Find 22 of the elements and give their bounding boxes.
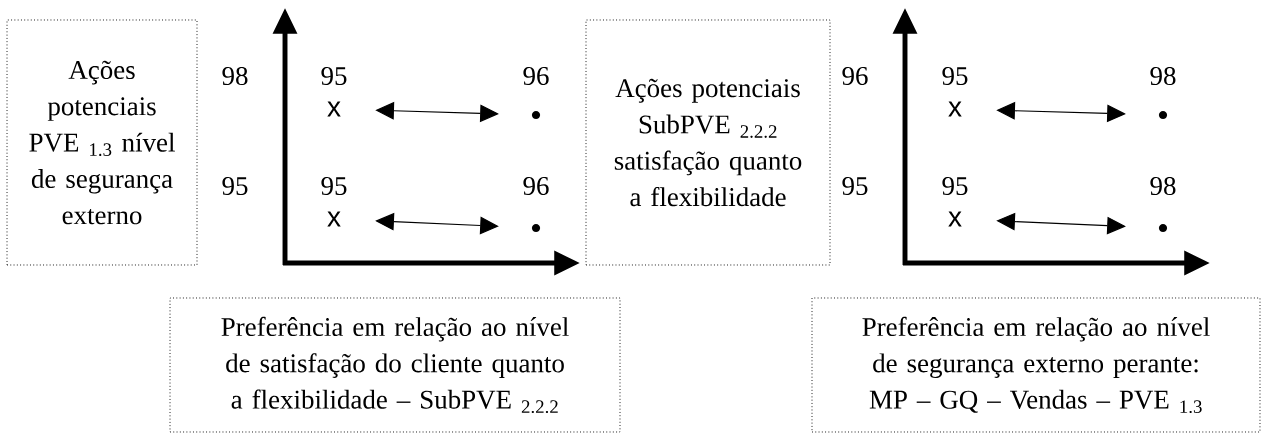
score-label: 96 (523, 176, 549, 196)
score-label: 98 (1150, 176, 1176, 196)
cross-mark: x (327, 101, 341, 117)
axis-value: 95 (222, 176, 248, 196)
dot-mark (531, 110, 541, 120)
text-box: Ações potenciais PVE $_{1.3}$ nível de segurança externo (6, 19, 198, 266)
score-label: 95 (942, 66, 968, 86)
text-box: Ações potenciais SubPVE $_{2.2.2}$ satisfação quanto a flexibilidade (585, 19, 831, 266)
score-label: 95 (942, 176, 968, 196)
text-box: Preferência em relação ao nível de segurança externo perante: MP – GQ – Vendas – PVE $_{1.3}$ (811, 297, 1261, 433)
score-label: 96 (523, 66, 549, 86)
cross-mark: x (327, 211, 341, 227)
dot-mark (1158, 223, 1168, 233)
cross-mark: x (948, 101, 962, 117)
cross-mark: x (948, 211, 962, 227)
text-box: Preferência em relação ao nível de satisfação do cliente quanto a flexibilidade – SubPVE $_{2.2.2}$ (169, 297, 621, 433)
dot-mark (1158, 110, 1168, 120)
dot-mark (531, 223, 541, 233)
score-label: 95 (321, 176, 347, 196)
score-label: 95 (321, 66, 347, 86)
axis-value: 98 (222, 66, 248, 86)
score-label: 98 (1150, 66, 1176, 86)
